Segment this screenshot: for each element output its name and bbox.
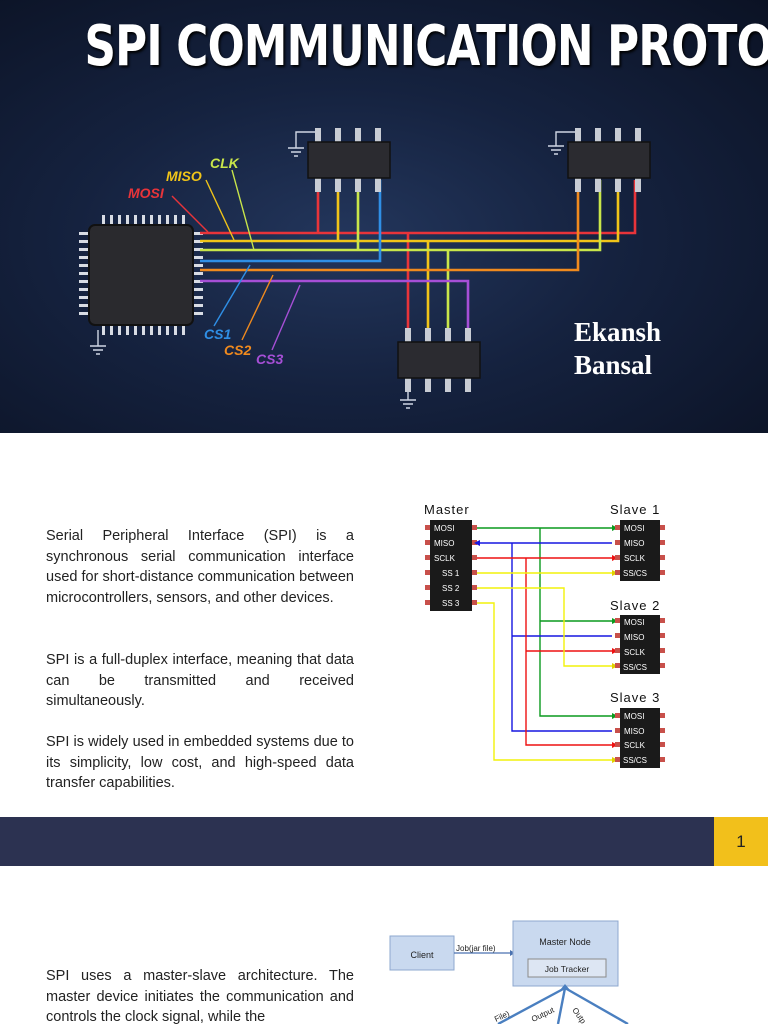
slave-chip-2 bbox=[567, 128, 651, 192]
slave2-chip: MOSI MISO SCLK SS/CS bbox=[615, 615, 665, 674]
label-leaders bbox=[171, 169, 301, 351]
master-chip: MOSI MISO SCLK SS 1 SS 2 SS 3 bbox=[425, 520, 477, 611]
page-title: SPI COMMUNICATION PROTOCOL bbox=[84, 14, 768, 79]
job-tracker-box bbox=[527, 958, 607, 978]
full-duplex-paragraph: SPI is a full-duplex interface, meaning … bbox=[46, 652, 354, 709]
job-tracker-diagram: Client Job(jar file) Master Node Job Tra… bbox=[389, 920, 629, 1024]
client-label: Client bbox=[410, 950, 434, 960]
slave1-pin-sscs: SS/CS bbox=[623, 569, 647, 578]
cs2-wire bbox=[200, 180, 580, 272]
slave1-label: Slave 1 bbox=[610, 502, 660, 517]
master-slave-diagram: Master Slave 1 Slave 2 Slave 3 MOSI MISO… bbox=[424, 502, 665, 768]
slave2-pin-mosi: MOSI bbox=[624, 618, 644, 627]
master-pin-sclk: SCLK bbox=[434, 554, 456, 563]
ss-bus bbox=[477, 572, 612, 761]
slave3-pin-mosi: MOSI bbox=[624, 712, 644, 721]
cs2-label: CS2 bbox=[224, 342, 251, 358]
author-first-name: Ekansh bbox=[574, 317, 662, 347]
edge-label-output: Output bbox=[530, 1005, 556, 1024]
miso-label: MISO bbox=[166, 168, 202, 184]
sclk-bus bbox=[477, 557, 612, 746]
master-mcu bbox=[79, 215, 203, 335]
mosi-wire bbox=[200, 180, 637, 330]
edge-label-outp: Outp bbox=[570, 1006, 588, 1024]
slave1-chip: MOSI MISO SCLK SS/CS bbox=[615, 520, 665, 581]
master-pin-ss2: SS 2 bbox=[442, 584, 460, 593]
job-label: Job(jar file) bbox=[456, 944, 496, 953]
slave3-pin-sscs: SS/CS bbox=[623, 756, 647, 765]
footer-band bbox=[0, 817, 714, 866]
client-box bbox=[389, 935, 455, 971]
slave-chip-1 bbox=[307, 128, 391, 192]
ground-icon bbox=[90, 131, 578, 409]
page-number: 1 bbox=[714, 817, 768, 866]
slave1-pin-mosi: MOSI bbox=[624, 524, 644, 533]
clk-label: CLK bbox=[210, 155, 240, 171]
author-name: Ekansh Bansal bbox=[574, 316, 661, 382]
slave3-label: Slave 3 bbox=[610, 690, 660, 705]
master-pin-ss1: SS 1 bbox=[442, 569, 460, 578]
mosi-bus bbox=[477, 527, 612, 717]
output-arrows bbox=[497, 986, 629, 1024]
usage-paragraph: SPI is widely used in embedded systems d… bbox=[46, 734, 354, 791]
cs1-label: CS1 bbox=[204, 326, 231, 342]
job-tracker-label: Job Tracker bbox=[545, 964, 590, 974]
cs1-wire bbox=[200, 180, 382, 263]
master-label: Master bbox=[424, 502, 470, 517]
intro-paragraph: Serial Peripheral Interface (SPI) is a s… bbox=[46, 528, 354, 606]
slave2-label: Slave 2 bbox=[610, 598, 660, 613]
slide-2 bbox=[0, 866, 768, 1024]
slave3-pin-miso: MISO bbox=[624, 727, 644, 736]
master-pin-mosi: MOSI bbox=[434, 524, 454, 533]
architecture-paragraph: SPI uses a master-slave architecture. Th… bbox=[46, 968, 354, 1025]
hero-banner: MOSI MISO CLK CS1 CS2 CS3 SPI COMMUNICAT… bbox=[0, 0, 768, 433]
master-pin-ss3: SS 3 bbox=[442, 599, 460, 608]
spi-wiring-illustration: MOSI MISO CLK CS1 CS2 CS3 bbox=[79, 128, 651, 409]
signal-wires bbox=[200, 180, 637, 330]
slave1-pin-miso: MISO bbox=[624, 539, 644, 548]
master-node-label: Master Node bbox=[539, 937, 591, 947]
slave2-pin-miso: MISO bbox=[624, 633, 644, 642]
slave3-chip: MOSI MISO SCLK SS/CS bbox=[615, 708, 665, 768]
slave1-pin-sclk: SCLK bbox=[624, 554, 646, 563]
cs3-wire bbox=[200, 279, 470, 330]
slave2-pin-sscs: SS/CS bbox=[623, 663, 647, 672]
arrowheads bbox=[474, 525, 618, 763]
slave-chip-3 bbox=[397, 328, 481, 392]
cs3-label: CS3 bbox=[256, 351, 283, 367]
clk-wire bbox=[200, 180, 602, 330]
slave2-pin-sclk: SCLK bbox=[624, 648, 646, 657]
miso-bus bbox=[480, 542, 612, 732]
slave3-pin-sclk: SCLK bbox=[624, 741, 646, 750]
master-pin-miso: MISO bbox=[434, 539, 454, 548]
author-last-name: Bansal bbox=[574, 350, 653, 380]
mosi-label: MOSI bbox=[128, 185, 165, 201]
